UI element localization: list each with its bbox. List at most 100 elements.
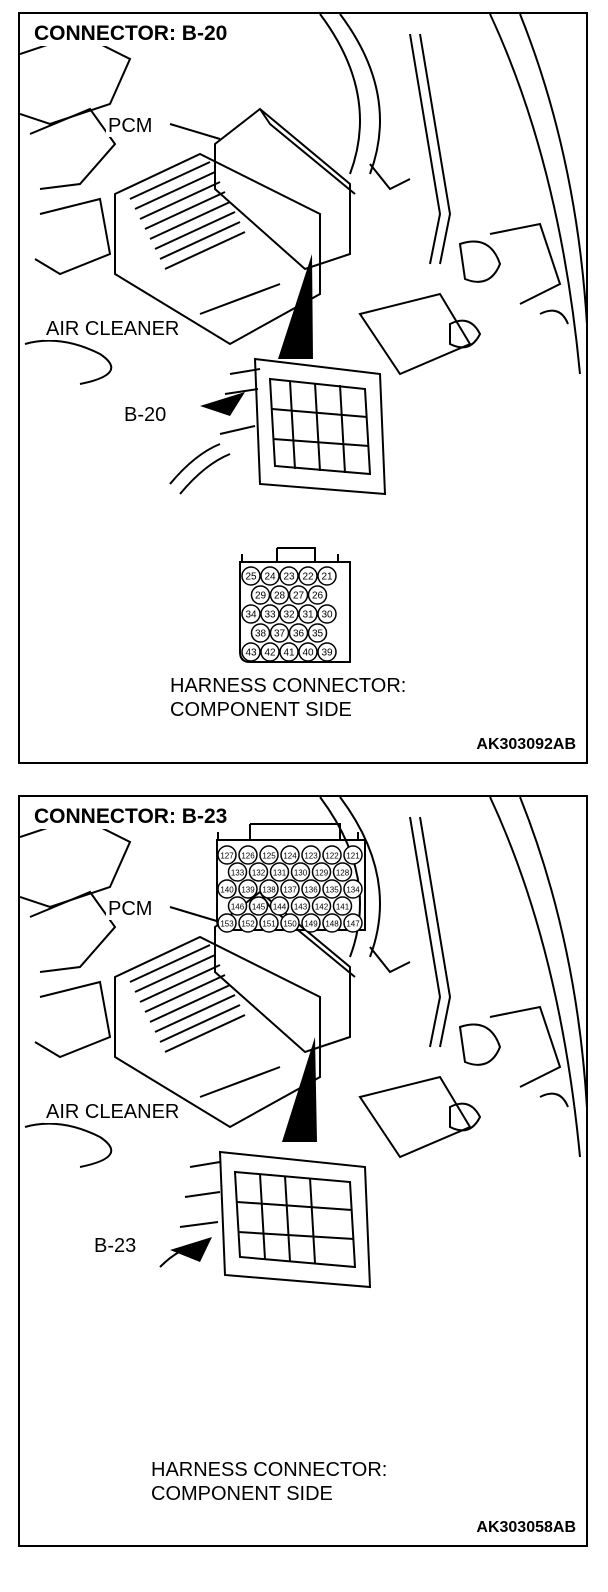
figure-code: AK303092AB: [476, 736, 576, 753]
pin-label: 30: [321, 610, 333, 621]
pin-label: 147: [346, 920, 360, 929]
caption: HARNESS CONNECTOR: COMPONENT SIDE: [151, 1458, 387, 1506]
pin-circle: [259, 879, 279, 899]
pin-circle: [248, 862, 269, 882]
pin-label: 32: [283, 610, 295, 621]
pin-circle: [250, 623, 271, 643]
pin-circle: [227, 896, 248, 916]
pin-circle: [238, 879, 258, 899]
pin-label: 132: [252, 869, 266, 878]
pin-label: 141: [336, 903, 350, 912]
pin-label: 135: [325, 886, 339, 895]
pin-label: 40: [302, 648, 314, 659]
pin-circle: [298, 642, 318, 662]
pin-label: 142: [315, 903, 329, 912]
pin-circle: [322, 913, 342, 933]
pin-label: 146: [231, 903, 245, 912]
pin-label: 149: [304, 920, 318, 929]
pin-circle: [343, 879, 363, 899]
pin-circle: [241, 566, 261, 586]
pin-label: 41: [283, 648, 295, 659]
pin-label: 150: [283, 920, 297, 929]
pin-label: 124: [283, 852, 297, 861]
caption: HARNESS CONNECTOR: COMPONENT SIDE: [170, 674, 406, 722]
pin-circle: [259, 913, 279, 933]
panel-title: CONNECTOR: B-23: [30, 805, 232, 829]
pin-circle: [301, 879, 321, 899]
pin-circle: [322, 845, 342, 865]
pin-circle: [238, 913, 258, 933]
pin-circle: [269, 623, 290, 643]
pin-circle: [343, 845, 363, 865]
pin-label: 133: [231, 869, 245, 878]
pin-label: 129: [315, 869, 329, 878]
pin-label: 25: [245, 572, 257, 583]
pin-label: 39: [321, 648, 333, 659]
pin-label: 123: [304, 852, 318, 861]
pin-label: 24: [264, 572, 276, 583]
pin-label: 145: [252, 903, 266, 912]
pin-label: 33: [264, 610, 276, 621]
pin-label: 131: [273, 869, 287, 878]
pin-circle: [290, 896, 311, 916]
pin-circle: [311, 862, 332, 882]
pin-circle: [343, 913, 363, 933]
pin-label: 151: [262, 920, 276, 929]
pin-label: 134: [346, 886, 360, 895]
pin-circle: [280, 879, 300, 899]
air-cleaner-label: AIR CLEANER: [44, 318, 182, 340]
pin-circle: [288, 623, 309, 643]
pin-label: 43: [245, 648, 257, 659]
connector-label: B-23: [92, 1235, 139, 1257]
pin-circle: [260, 642, 280, 662]
pin-circle: [269, 862, 290, 882]
pin-label: 127: [220, 852, 234, 861]
caption-line-2: COMPONENT SIDE: [151, 1483, 333, 1505]
pin-label: 130: [294, 869, 308, 878]
pin-circle: [301, 913, 321, 933]
caption-line-2: COMPONENT SIDE: [170, 699, 352, 721]
pin-circle: [269, 585, 290, 605]
pin-circle: [217, 845, 237, 865]
pin-circle: [279, 566, 299, 586]
pin-circle: [332, 862, 353, 882]
pin-circle: [260, 566, 280, 586]
pin-circle: [250, 585, 271, 605]
pin-label: 153: [220, 920, 234, 929]
pin-circle: [279, 642, 299, 662]
pin-label: 139: [241, 886, 255, 895]
pin-label: 36: [293, 629, 305, 640]
pin-label: 137: [283, 886, 297, 895]
pin-label: 122: [325, 852, 339, 861]
pin-circle: [241, 604, 261, 624]
pin-circle: [290, 862, 311, 882]
panel-title: CONNECTOR: B-20: [30, 22, 232, 46]
pin-circle: [217, 879, 237, 899]
pin-label: 29: [255, 591, 267, 602]
pin-label: 138: [262, 886, 276, 895]
pin-circle: [317, 566, 337, 586]
pin-circle: [288, 585, 309, 605]
pin-label: 22: [302, 572, 314, 583]
pin-circle: [279, 604, 299, 624]
pin-label: 31: [302, 610, 314, 621]
pin-circle: [241, 642, 261, 662]
pin-circle: [301, 845, 321, 865]
pcm-label: PCM: [106, 898, 155, 920]
caption-line-1: HARNESS CONNECTOR:: [151, 1459, 388, 1481]
pin-label: 143: [294, 903, 308, 912]
pin-circle: [280, 913, 300, 933]
pin-label: 136: [304, 886, 318, 895]
pin-circle: [238, 845, 258, 865]
pin-circle: [317, 642, 337, 662]
pin-label: 125: [262, 852, 276, 861]
pin-circle: [227, 862, 248, 882]
pin-label: 144: [273, 903, 287, 912]
pin-label: 152: [241, 920, 255, 929]
pin-circle: [317, 604, 337, 624]
pin-label: 121: [346, 852, 360, 861]
pin-label: 128: [336, 869, 350, 878]
